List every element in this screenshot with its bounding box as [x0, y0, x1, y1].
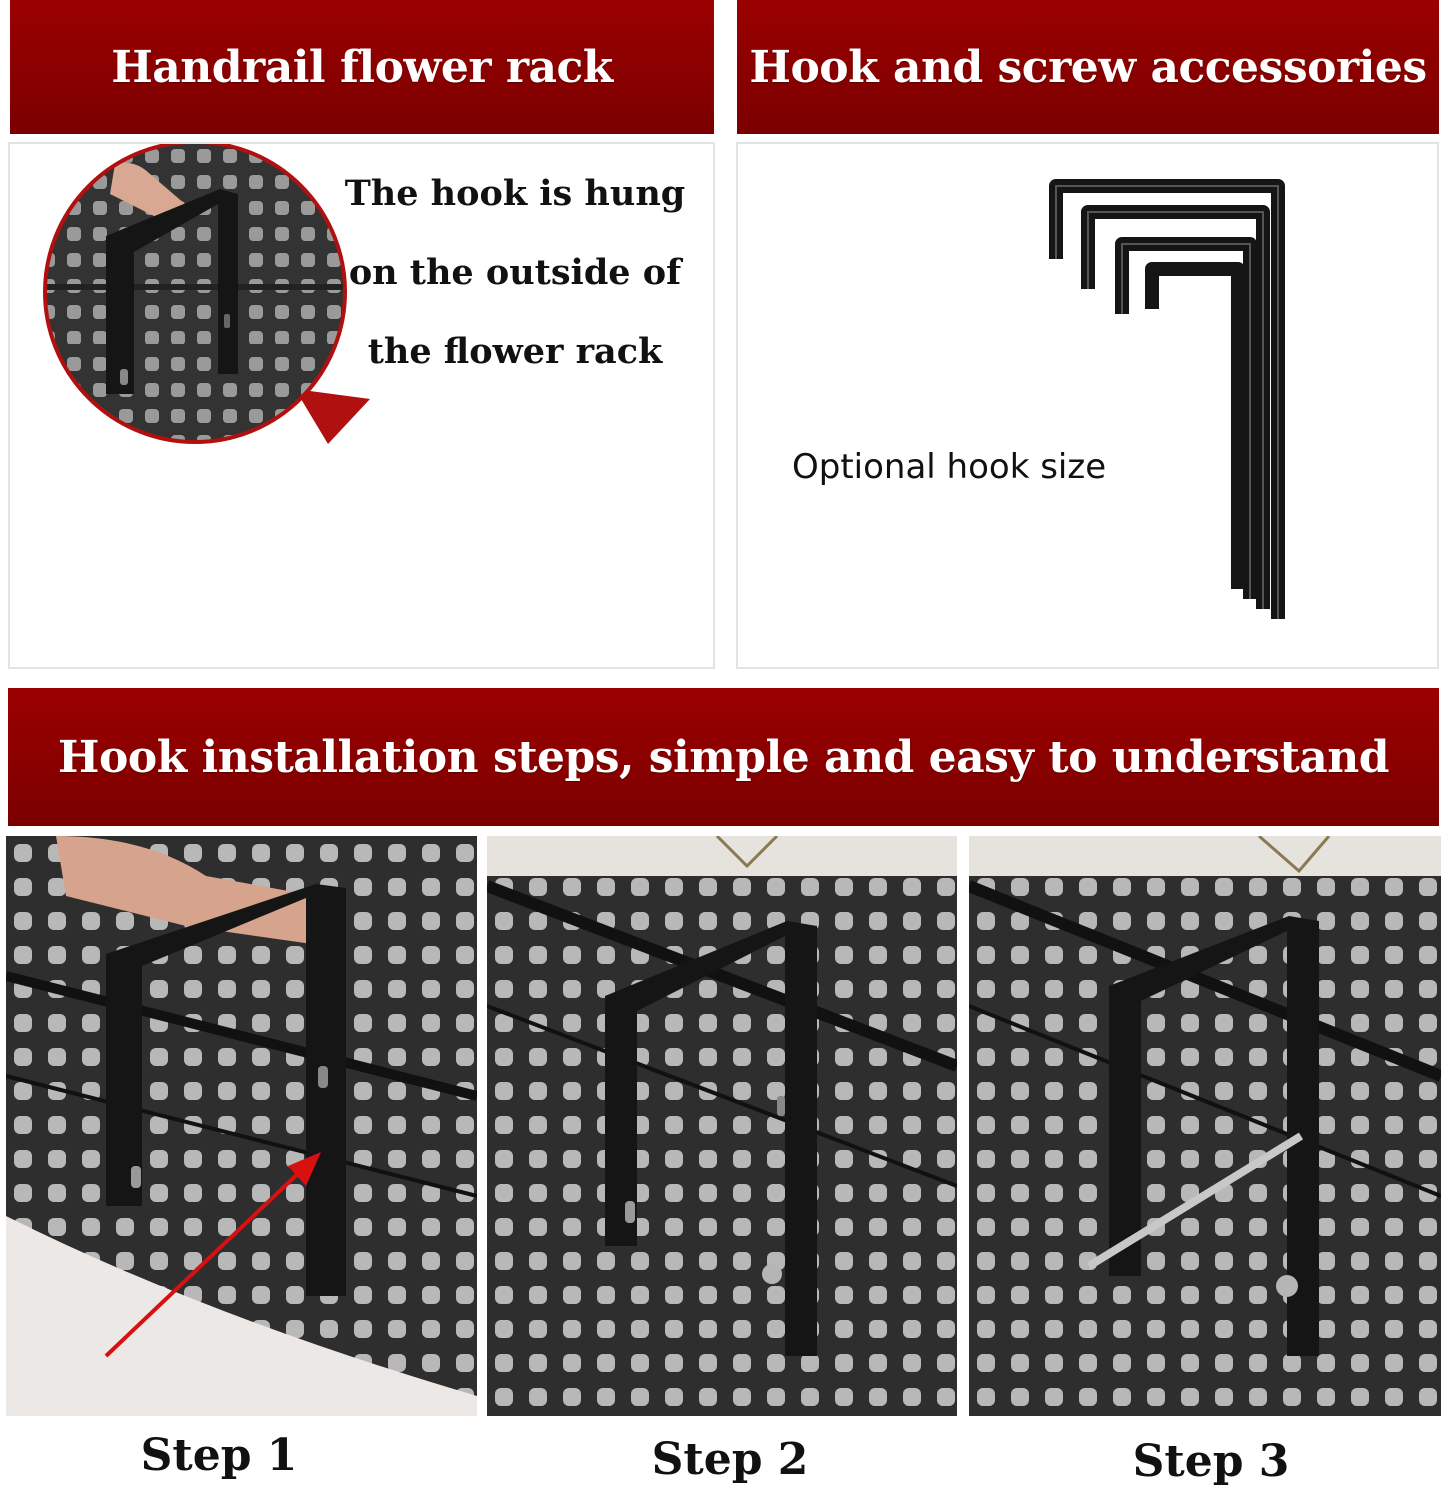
step-2-photo	[487, 836, 957, 1416]
accessories-title-banner: Hook and screw accessories	[737, 0, 1439, 134]
hook-icon	[106, 884, 346, 1296]
step-1-label: Step 1	[140, 1430, 298, 1481]
rack-panel: The hook is hung on the outside of the f…	[8, 142, 715, 669]
hook-note-line-2: on the outside of	[348, 252, 682, 293]
steps-title: Hook installation steps, simple and easy…	[57, 731, 1390, 783]
bolt-icon	[762, 1264, 782, 1284]
step-2-label: Step 2	[651, 1434, 809, 1485]
finger-icon	[56, 836, 326, 946]
screw-icon	[1086, 1132, 1304, 1270]
steps-title-banner: Hook installation steps, simple and easy…	[8, 688, 1439, 826]
hook-sizes-icon	[1049, 179, 1285, 619]
hook-note: The hook is hung on the outside of the f…	[340, 154, 690, 391]
accessories-title: Hook and screw accessories	[749, 41, 1427, 93]
rack-illustration	[43, 144, 370, 444]
step-3-photo	[969, 836, 1441, 1416]
optional-hook-size-caption: Optional hook size	[792, 447, 1107, 487]
bolt-icon	[1276, 1275, 1298, 1297]
arrow-icon	[104, 1164, 308, 1358]
hook-icon	[1109, 916, 1319, 1356]
rack-title: Handrail flower rack	[111, 41, 613, 93]
rack-title-banner: Handrail flower rack	[10, 0, 714, 134]
hook-closeup-icon	[45, 144, 345, 442]
hook-note-line-1: The hook is hung	[344, 173, 686, 214]
step-1-photo	[6, 836, 477, 1416]
hook-note-line-3: the flower rack	[367, 331, 663, 372]
hooks-panel: Optional hook size	[736, 142, 1439, 669]
hook-icon	[605, 921, 817, 1356]
step-3-label: Step 3	[1132, 1436, 1290, 1487]
callout-pointer-icon	[295, 389, 370, 444]
